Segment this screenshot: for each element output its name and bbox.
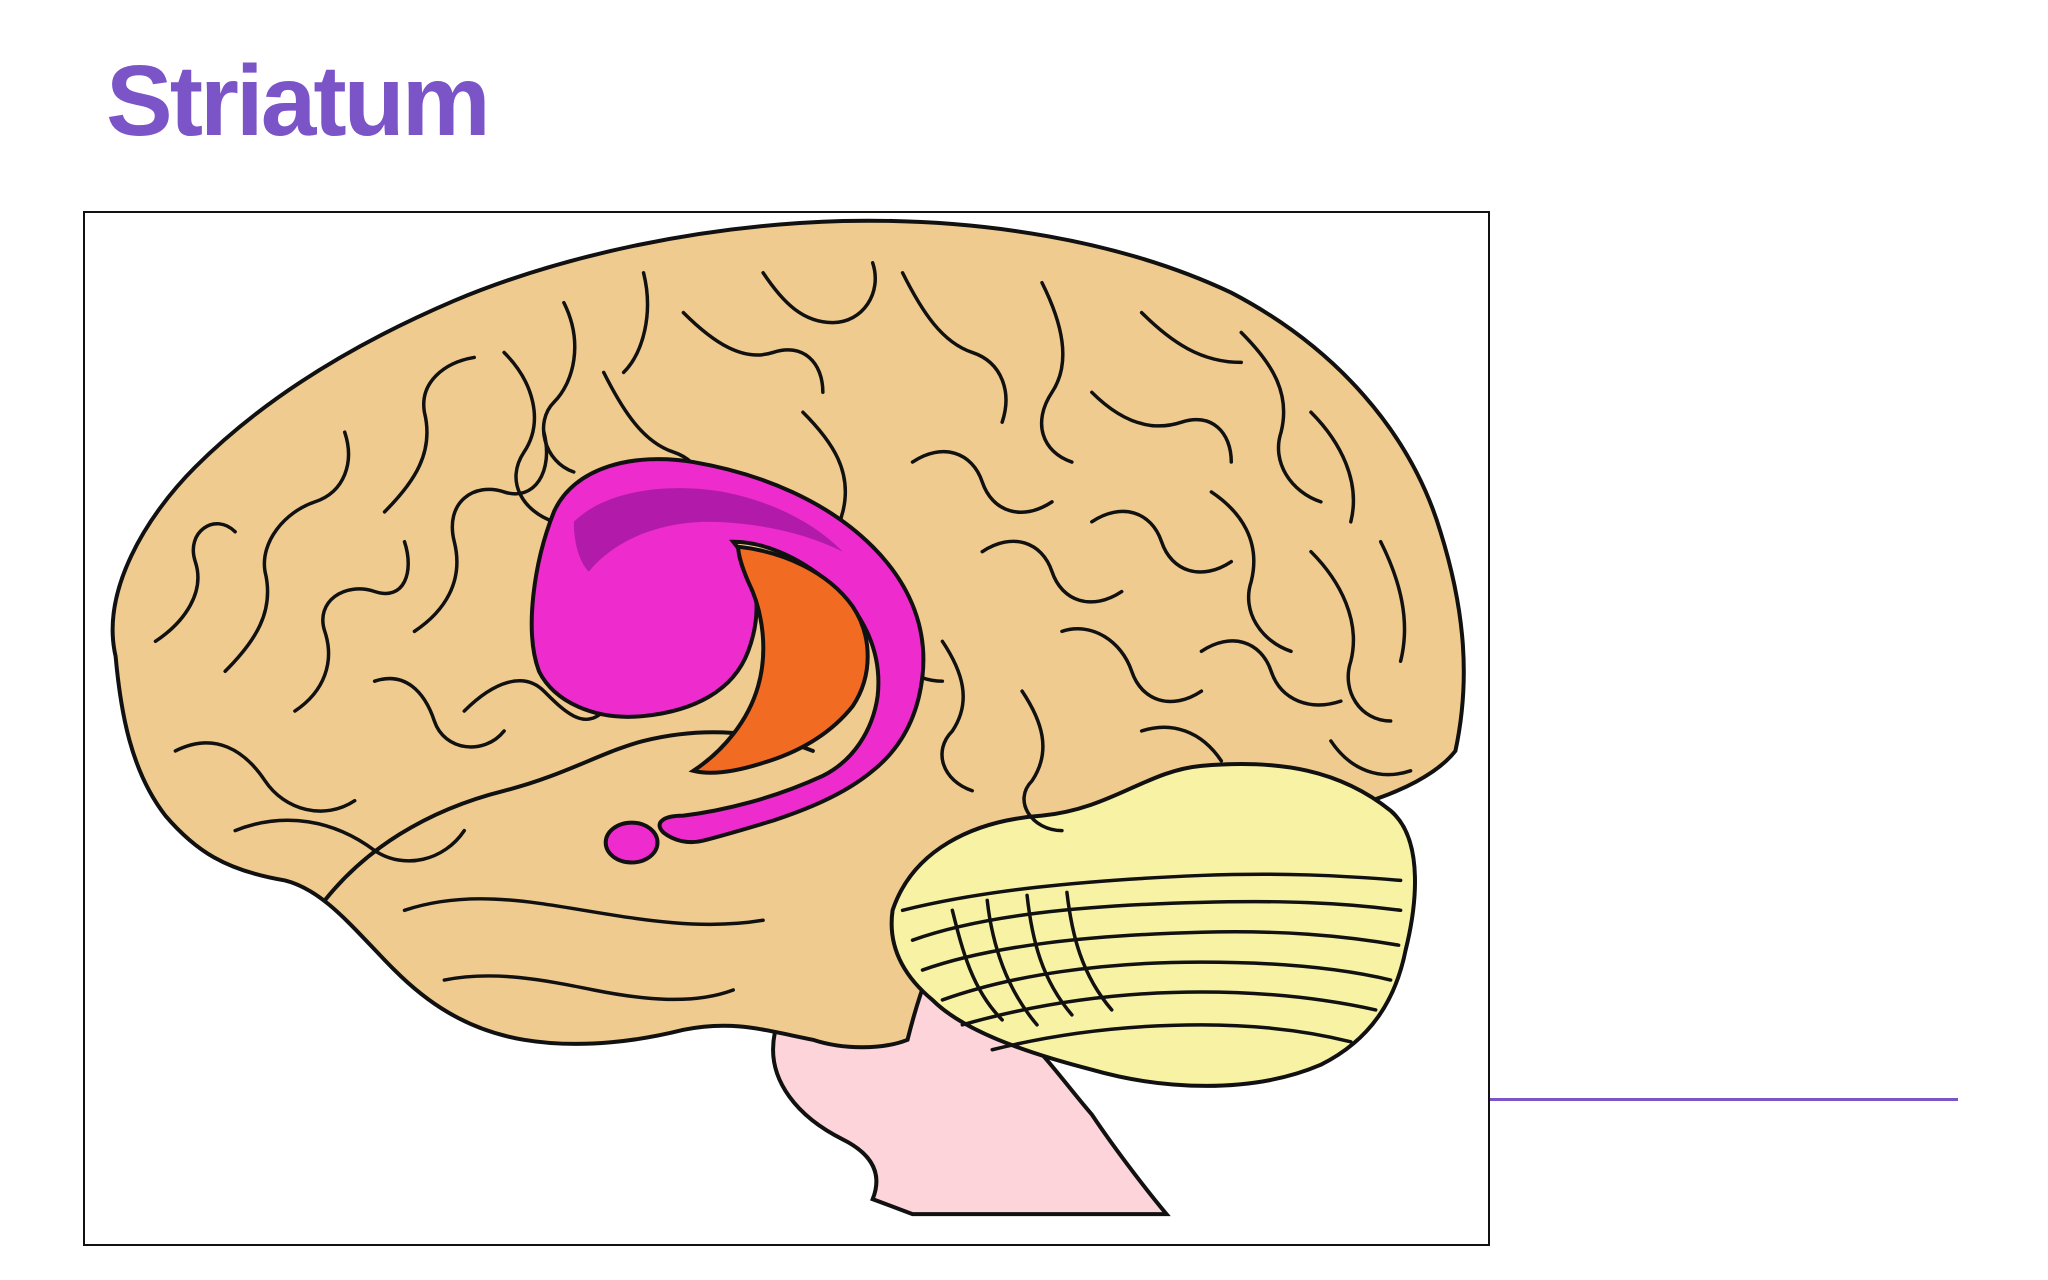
temporal-sulcus: [402, 897, 765, 927]
striatum: [529, 457, 926, 845]
cerebellum-folia: [900, 872, 1403, 1052]
thalamus: [688, 544, 870, 775]
brain-diagram-frame: [83, 211, 1490, 1246]
brain-diagram: [110, 218, 1466, 1217]
accent-rule: [1490, 1098, 1958, 1101]
caudate-shading: [573, 488, 843, 572]
amygdala-tail: [603, 820, 660, 865]
slide-title: Striatum: [106, 45, 491, 157]
temporal-sulcus-lower: [442, 974, 735, 1002]
